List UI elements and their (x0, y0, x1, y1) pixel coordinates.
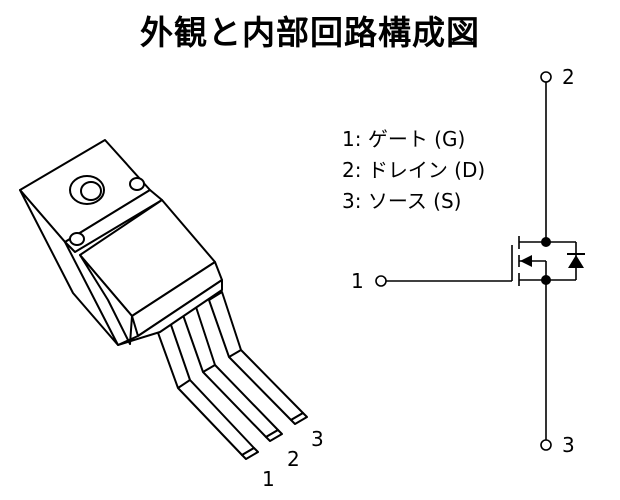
circuit-source-pin-label: 3 (562, 433, 575, 457)
package-mold-front (79, 254, 133, 345)
circuit-drain-pin-label: 2 (562, 65, 575, 89)
source-terminal (540, 439, 552, 451)
package-illustration (19, 139, 308, 460)
legend-item-gate: 1: ゲート (G) (342, 127, 466, 151)
legend-item-source: 3: ソース (S) (342, 189, 462, 213)
pin-legend: 1: ゲート (G) 2: ドレイン (D) 3: ソース (S) (342, 124, 485, 217)
circuit-gate-pin-label: 1 (351, 269, 364, 293)
package-pin-1-label: 1 (262, 467, 275, 491)
drain-terminal (540, 71, 552, 83)
legend-item-drain: 2: ドレイン (D) (342, 158, 486, 182)
ejector-mark-right (129, 177, 145, 191)
source-junction (541, 275, 551, 285)
package-pin-3-label: 3 (311, 427, 324, 451)
channel-arrow (520, 255, 532, 267)
page-title: 外観と内部回路構成図 (140, 13, 480, 52)
gate-terminal (375, 275, 387, 287)
package-pin-2-label: 2 (287, 447, 300, 471)
mosfet-symbol (375, 71, 577, 451)
ejector-mark-left (69, 232, 85, 246)
body-diode (567, 253, 585, 268)
package-bottom-face (117, 279, 223, 346)
drain-junction (541, 237, 551, 247)
